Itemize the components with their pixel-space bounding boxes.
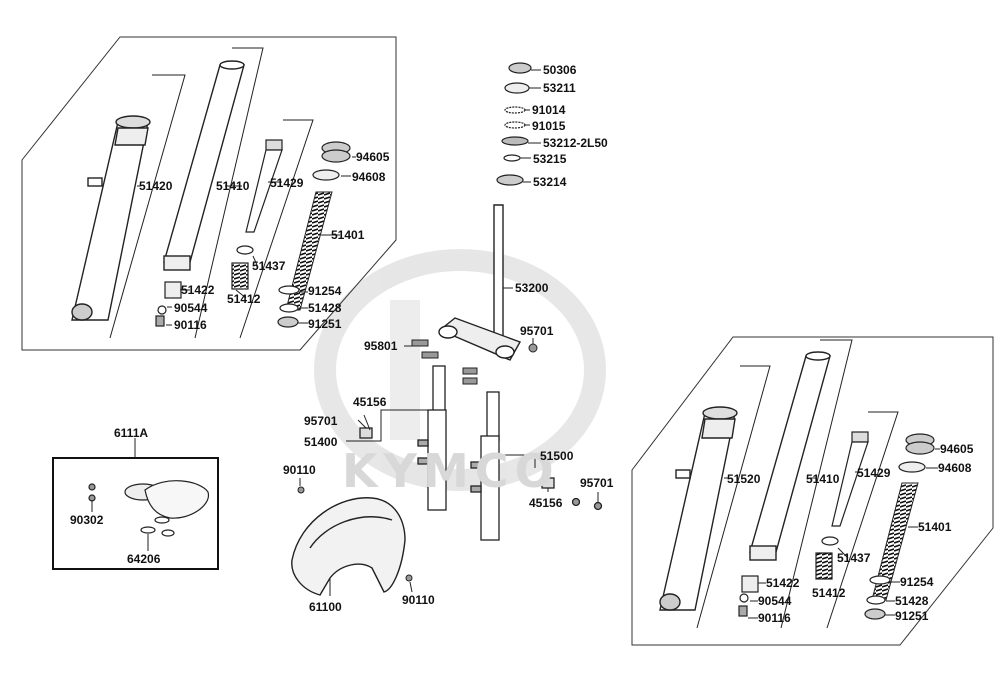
- label-steering-washer: 53215: [533, 152, 567, 166]
- label-right-seal-clip: 94608: [938, 461, 972, 475]
- fender-screws: [297, 486, 413, 582]
- steering-bearing-stack: [496, 62, 532, 186]
- kymco-watermark-text: KYMCO: [342, 444, 560, 498]
- label-steering-bolt-right: 95701: [520, 324, 554, 338]
- label-right-inner-tube: 51410: [806, 472, 840, 486]
- label-tube-right-bolt: 95701: [580, 476, 614, 490]
- label-fender: 61100: [309, 600, 342, 614]
- label-left-spring-small: 51437: [252, 259, 286, 273]
- label-steering-cone: 53212-2L50: [543, 136, 608, 150]
- label-tube-bracket-left: 45156: [353, 395, 387, 409]
- steering-stem: [438, 204, 522, 361]
- label-right-spring: 51401: [918, 520, 952, 534]
- label-right-outer-tube: 51520: [727, 472, 761, 486]
- label-left-washer: 90544: [174, 301, 208, 315]
- label-tube-left-bolt: 95701: [304, 414, 338, 428]
- left-fork-leader-lines: [109, 47, 356, 339]
- label-tube-bracket-right: 45156: [529, 496, 563, 510]
- label-steering-ball-b: 91015: [532, 119, 566, 133]
- label-right-bolt: 90116: [758, 611, 791, 625]
- left-inner-tube: [163, 60, 245, 271]
- label-left-oil-lock: 51422: [181, 283, 215, 297]
- label-right-clip: 51428: [895, 594, 929, 608]
- kymco-logo-watermark: [314, 249, 606, 491]
- label-fender-screw-top: 90110: [283, 463, 316, 477]
- left-damper-rod: [245, 139, 283, 233]
- label-fender-screw-bottom: 90110: [402, 593, 435, 607]
- left-outer-tube: [71, 115, 151, 321]
- label-right-oring: 91251: [895, 609, 929, 623]
- label-right-oil-lock: 51422: [766, 576, 800, 590]
- label-dash-screw: 90302: [70, 513, 104, 527]
- right-outer-tube: [659, 406, 738, 611]
- label-steering-race-bottom: 53214: [533, 175, 567, 189]
- right-damper-rod: [831, 431, 869, 527]
- label-left-outer-tube: 51420: [139, 179, 173, 193]
- label-steering-nut: 50306: [543, 63, 577, 77]
- right-inner-tube: [749, 351, 831, 561]
- label-left-bolt: 90116: [174, 318, 207, 332]
- label-left-oil-seal: 94605: [356, 150, 390, 164]
- front-fender: [291, 497, 406, 596]
- label-steering-bolt-left: 95801: [364, 339, 398, 353]
- label-left-oring: 91251: [308, 317, 342, 331]
- fork-tube-left-assembly: [359, 365, 447, 511]
- label-left-clip: 51428: [308, 301, 342, 315]
- label-right-rebound-spring: 51412: [812, 586, 846, 600]
- label-steering-stem: 53200: [515, 281, 549, 295]
- label-steering-race-top: 53211: [543, 81, 576, 95]
- label-dash-kit: 6111A: [114, 426, 149, 440]
- label-left-inner-tube: 51410: [216, 179, 250, 193]
- label-right-oil-seal: 94605: [940, 442, 974, 456]
- left-small-parts: [155, 245, 300, 328]
- right-fork-leader-lines: [696, 339, 940, 629]
- left-fork-group-frame: [21, 36, 397, 351]
- label-left-damper-rod: 51429: [270, 176, 304, 190]
- label-left-seal-clip: 94608: [352, 170, 386, 184]
- fork-tubes-leader-lines: [346, 409, 599, 502]
- left-spring: [285, 191, 333, 311]
- fender-leader-lines: [299, 478, 413, 596]
- right-fork-group-frame: [631, 336, 994, 646]
- label-right-washer: 90544: [758, 594, 792, 608]
- right-small-parts: [738, 536, 891, 620]
- label-left-dust-seal: 91254: [308, 284, 342, 298]
- label-right-spring-small: 51437: [837, 551, 871, 565]
- dash-kit-leader-lines: [91, 438, 149, 551]
- steering-bolts: [411, 339, 538, 385]
- label-tube-left-assy: 51400: [304, 435, 338, 449]
- right-spring: [871, 482, 919, 601]
- label-dash-grommet: 64206: [127, 552, 161, 566]
- label-left-rebound-spring: 51412: [227, 292, 261, 306]
- dash-kit-parts: [88, 480, 209, 537]
- right-seals: [898, 433, 935, 473]
- label-left-spring: 51401: [331, 228, 365, 242]
- label-right-damper-rod: 51429: [857, 466, 891, 480]
- label-tube-right-assy: 51500: [540, 449, 574, 463]
- left-seals: [312, 141, 351, 181]
- label-steering-ball-a: 91014: [532, 103, 566, 117]
- label-right-dust-seal: 91254: [900, 575, 934, 589]
- steering-leader-lines: [404, 69, 541, 347]
- fork-tube-right-assembly: [470, 391, 603, 541]
